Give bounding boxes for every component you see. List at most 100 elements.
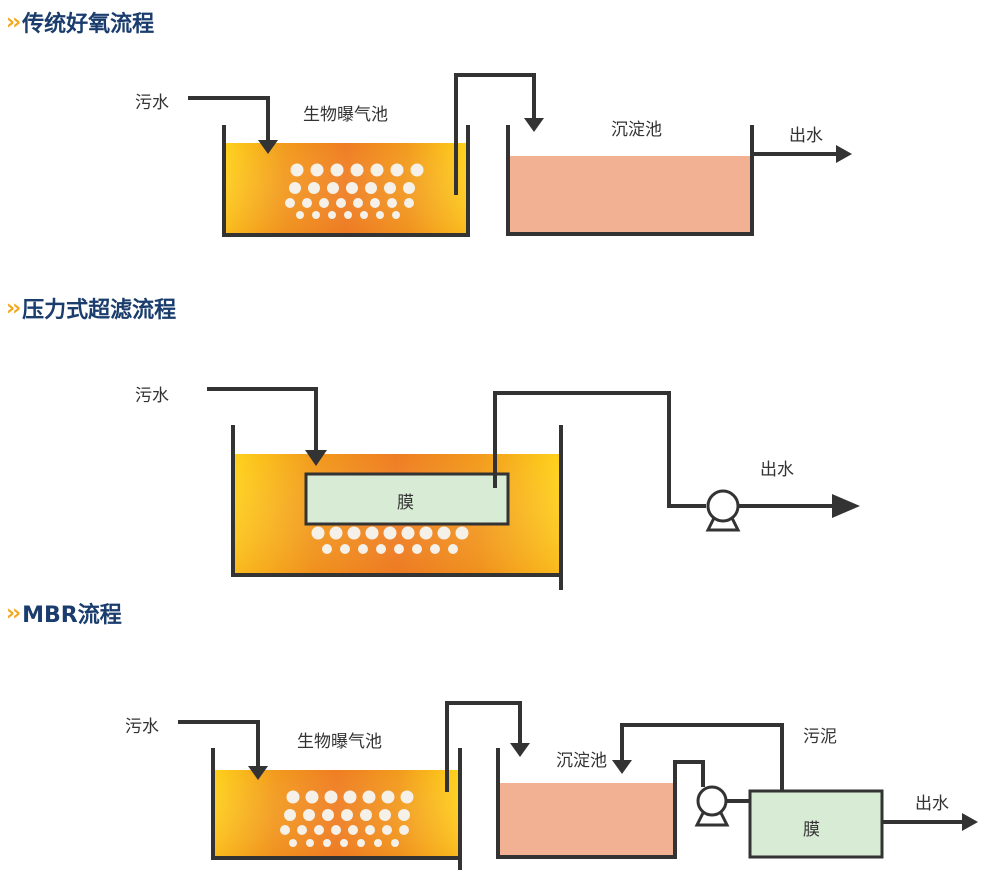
bubble [344, 211, 352, 219]
bubble [360, 809, 372, 821]
sewage-label: 污水 [135, 386, 169, 406]
bubble [312, 211, 320, 219]
bubble [398, 809, 410, 821]
bubble [365, 182, 377, 194]
inflow-pipe [178, 720, 260, 768]
bubble [323, 839, 331, 847]
bubble [289, 182, 301, 194]
bubble [305, 790, 319, 804]
section-title-pressure-uf: ›› 压力式超滤流程 [0, 288, 176, 328]
sewage-label: 污水 [125, 717, 159, 737]
bubble [362, 790, 376, 804]
bubble [302, 198, 312, 208]
bubble [374, 839, 382, 847]
feed-pipe [675, 760, 705, 787]
sludge-label: 污泥 [803, 727, 837, 747]
bubble [350, 163, 364, 177]
bubble [290, 163, 304, 177]
bubble [340, 839, 348, 847]
tank-wall [231, 425, 563, 590]
effluent-arrow [836, 145, 852, 163]
transfer-pipe [454, 73, 536, 195]
bubble [437, 526, 451, 540]
bubble [392, 211, 400, 219]
bubble [391, 839, 399, 847]
bubble [430, 544, 440, 554]
bubble [358, 544, 368, 554]
bubble [376, 544, 386, 554]
bubble [343, 790, 357, 804]
bubble [322, 809, 334, 821]
transfer-arrow [510, 743, 530, 757]
bubble [331, 825, 341, 835]
bubble [330, 163, 344, 177]
section-title-traditional: ›› 传统好氧流程 [0, 2, 154, 42]
bubble [286, 790, 300, 804]
bubble [370, 198, 380, 208]
membrane-label: 膜 [397, 493, 414, 513]
inflow-arrow [258, 140, 278, 154]
settling-tank-wall [506, 125, 754, 236]
bubble [365, 526, 379, 540]
chevron-icon: ›› [6, 600, 21, 626]
bubble [381, 790, 395, 804]
aeration-tank-wall [211, 748, 462, 870]
bubble [448, 544, 458, 554]
membrane-module [304, 472, 510, 526]
section-title-mbr: ›› MBR流程 [0, 593, 122, 633]
bubble [285, 198, 295, 208]
bubble [327, 182, 339, 194]
sewage-label: 污水 [135, 93, 169, 113]
section-title-text: 压力式超滤流程 [22, 298, 177, 323]
sludge-return-arrow [612, 760, 632, 774]
pump-icon [694, 785, 730, 827]
chevron-icon: ›› [6, 9, 21, 35]
sludge-return-pipe [620, 723, 784, 791]
permeate-pipe [493, 391, 706, 508]
bubble [400, 790, 414, 804]
bubble [390, 163, 404, 177]
aeration-tank-label: 生物曝气池 [303, 105, 388, 125]
bubble [284, 809, 296, 821]
inflow-pipe [207, 387, 318, 452]
aeration-tank-label: 生物曝气池 [297, 732, 382, 752]
bubble [324, 790, 338, 804]
bubble [410, 163, 424, 177]
bubble [340, 544, 350, 554]
aeration-tank-shade [213, 770, 460, 858]
inflow-arrow [305, 450, 327, 466]
aeration-bubbles [311, 526, 469, 554]
aeration-tank-shade [224, 143, 468, 235]
bubble [383, 526, 397, 540]
bubble [384, 182, 396, 194]
inflow-pipe [188, 96, 270, 142]
bubble [387, 198, 397, 208]
bubble [370, 163, 384, 177]
bubble [401, 526, 415, 540]
settling-tank-liquid [508, 156, 752, 234]
effluent-label: 出水 [915, 794, 949, 814]
settling-tank-liquid [498, 783, 675, 857]
bubble [336, 198, 346, 208]
aeration-bubbles [285, 163, 424, 219]
bubble [382, 825, 392, 835]
bubble [289, 839, 297, 847]
bubble [348, 825, 358, 835]
membrane-label: 膜 [803, 820, 820, 840]
settling-tank-label: 沉淀池 [556, 751, 607, 771]
bubble [347, 526, 361, 540]
bubble [303, 809, 315, 821]
bubble [403, 182, 415, 194]
bubble [322, 544, 332, 554]
bubble [419, 526, 433, 540]
transfer-arrow [524, 118, 544, 132]
settling-tank-label: 沉淀池 [611, 120, 662, 140]
effluent-label: 出水 [789, 126, 823, 146]
bubble [296, 211, 304, 219]
bubble [314, 825, 324, 835]
bubble [360, 211, 368, 219]
bubble [329, 526, 343, 540]
effluent-label: 出水 [760, 460, 794, 480]
bubble [455, 526, 469, 540]
